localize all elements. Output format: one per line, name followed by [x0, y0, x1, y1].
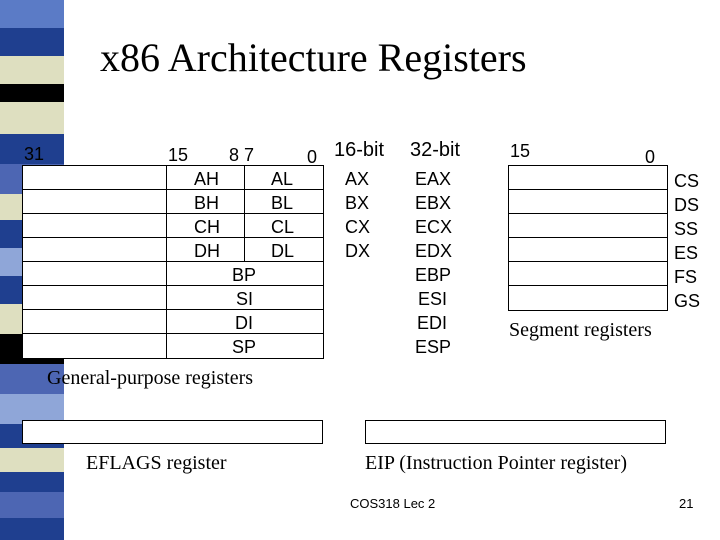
- sp-label: SP: [232, 337, 257, 357]
- bit-8-divider: [244, 165, 245, 262]
- dh-label: DH: [194, 241, 220, 261]
- eip-register-box: [365, 420, 666, 444]
- segment-register-box: [508, 237, 668, 262]
- segment-registers-caption: Segment registers: [509, 319, 652, 341]
- ebp-label: EBP: [415, 265, 452, 285]
- dx-label: DX: [345, 241, 371, 261]
- bit-15-label: 15: [168, 145, 189, 165]
- bit-0-label: 0: [307, 147, 318, 167]
- esi-label: ESI: [418, 289, 448, 309]
- dl-label: DL: [271, 241, 295, 261]
- strip-block: [0, 28, 64, 56]
- segment-register-box: [508, 285, 668, 311]
- strip-block: [0, 518, 64, 540]
- register-row: [22, 285, 324, 310]
- bit-31-label: 31: [24, 144, 45, 164]
- al-label: AL: [271, 169, 294, 189]
- gs-label: GS: [674, 291, 701, 311]
- ds-label: DS: [674, 195, 700, 215]
- strip-block: [0, 394, 64, 424]
- strip-block: [0, 0, 64, 28]
- bit-16-divider: [166, 165, 167, 359]
- strip-block: [0, 448, 64, 472]
- ecx-label: ECX: [415, 217, 453, 237]
- ebx-label: EBX: [415, 193, 452, 213]
- cx-label: CX: [345, 217, 371, 237]
- cl-label: CL: [271, 217, 295, 237]
- segment-register-box: [508, 165, 668, 190]
- strip-block: [0, 492, 64, 518]
- strip-block: [0, 84, 64, 102]
- strip-block: [0, 134, 64, 164]
- ax-label: AX: [345, 169, 370, 189]
- esp-label: ESP: [415, 337, 452, 357]
- eax-label: EAX: [415, 169, 452, 189]
- register-row: [22, 237, 324, 262]
- segment-bit-15-label: 15: [510, 141, 531, 161]
- strip-block: [0, 472, 64, 492]
- header-32-bit: 32-bit: [410, 139, 461, 161]
- bp-label: BP: [232, 265, 257, 285]
- bx-label: BX: [345, 193, 370, 213]
- register-row: [22, 333, 324, 359]
- footer-course: COS318 Lec 2: [350, 496, 436, 511]
- segment-register-grid: [508, 165, 668, 311]
- segment-bit-0-label: 0: [645, 147, 656, 167]
- ch-label: CH: [194, 217, 220, 237]
- di-label: DI: [235, 313, 253, 333]
- slide-title: x86 Architecture Registers: [100, 35, 527, 80]
- segment-register-box: [508, 189, 668, 214]
- general-purpose-caption: General-purpose registers: [47, 367, 254, 389]
- edx-label: EDX: [415, 241, 453, 261]
- register-row: [22, 309, 324, 334]
- eflags-register-box: [22, 420, 323, 444]
- fs-label: FS: [674, 267, 698, 287]
- ah-label: AH: [194, 169, 220, 189]
- footer-page-number: 21: [679, 496, 694, 511]
- header-16-bit: 16-bit: [334, 139, 385, 161]
- eflags-caption: EFLAGS register: [86, 452, 227, 474]
- register-row: [22, 261, 324, 286]
- cs-label: CS: [674, 171, 700, 191]
- ss-label: SS: [674, 219, 699, 239]
- edi-label: EDI: [417, 313, 448, 333]
- es-label: ES: [674, 243, 699, 263]
- strip-block: [0, 364, 64, 394]
- bh-label: BH: [194, 193, 220, 213]
- bl-label: BL: [271, 193, 294, 213]
- general-purpose-register-grid: AH BH CH DH AL BL CL DL BP SI DI SP: [22, 165, 324, 359]
- strip-block: [0, 102, 64, 134]
- eip-caption: EIP (Instruction Pointer register): [365, 452, 627, 474]
- bit-8-7-label: 8 7: [229, 145, 255, 165]
- si-label: SI: [236, 289, 254, 309]
- strip-block: [0, 56, 64, 84]
- segment-register-box: [508, 213, 668, 238]
- segment-register-box: [508, 261, 668, 286]
